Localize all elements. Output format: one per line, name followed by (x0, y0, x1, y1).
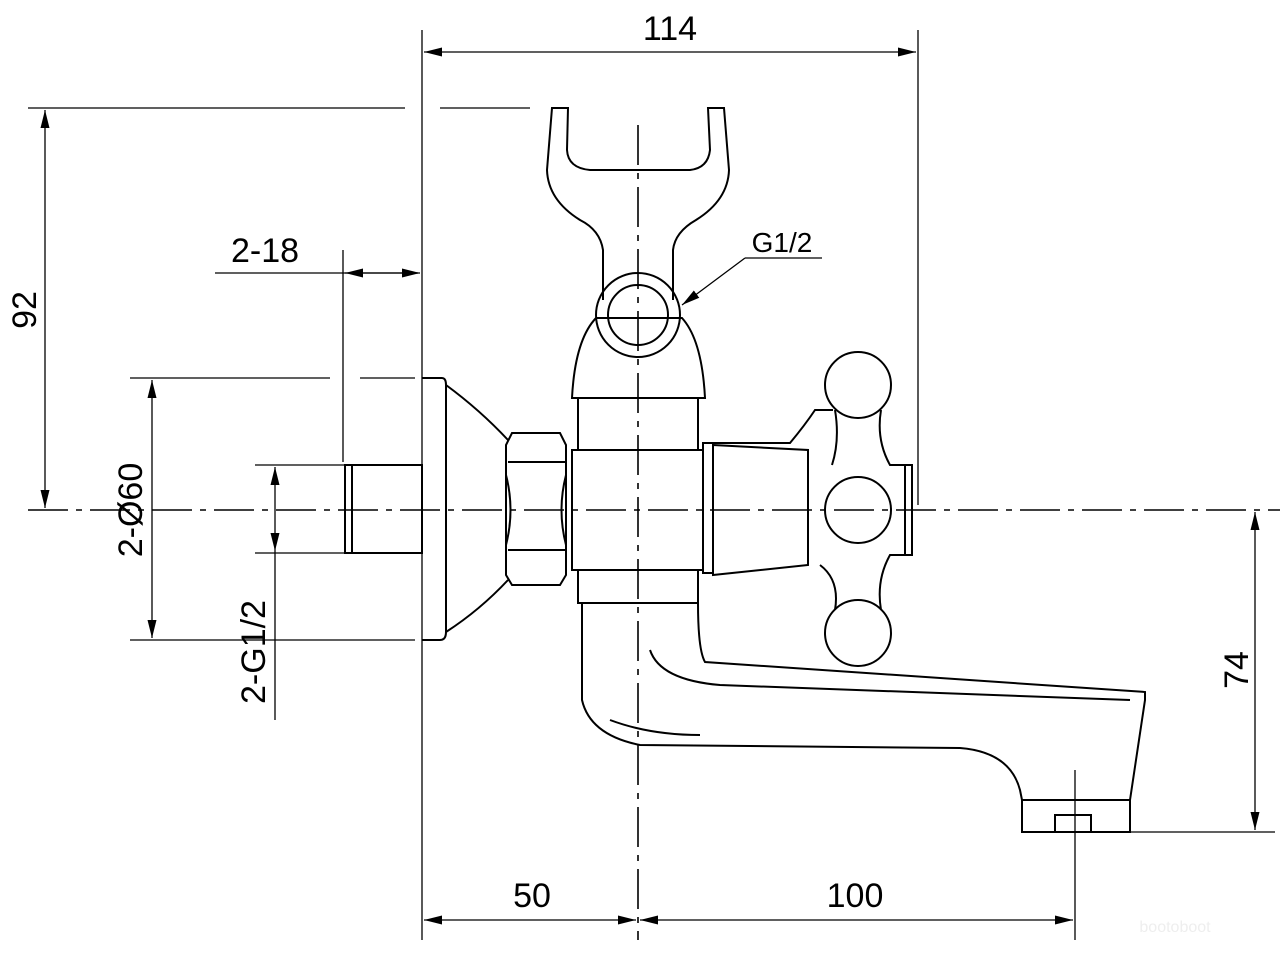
dim-flange-diameter: 2-Ø60 (112, 463, 150, 558)
dimension-lines (40, 47, 1260, 925)
mixer-outline (344, 107, 1146, 833)
watermark: bootoboot (1139, 919, 1211, 936)
dim-spout-reach: 100 (827, 877, 884, 915)
dim-shower-thread: G1/2 (752, 227, 813, 258)
dim-eccentric-offset: 2-18 (231, 232, 299, 270)
dim-spout-drop: 74 (1218, 651, 1256, 689)
dim-wall-to-axis: 50 (513, 877, 551, 915)
extension-lines (28, 30, 1275, 940)
dim-height-above-axis: 92 (6, 291, 44, 329)
dim-overall-width: 114 (643, 10, 697, 48)
dim-inlet-thread: 2-G1/2 (235, 600, 273, 704)
